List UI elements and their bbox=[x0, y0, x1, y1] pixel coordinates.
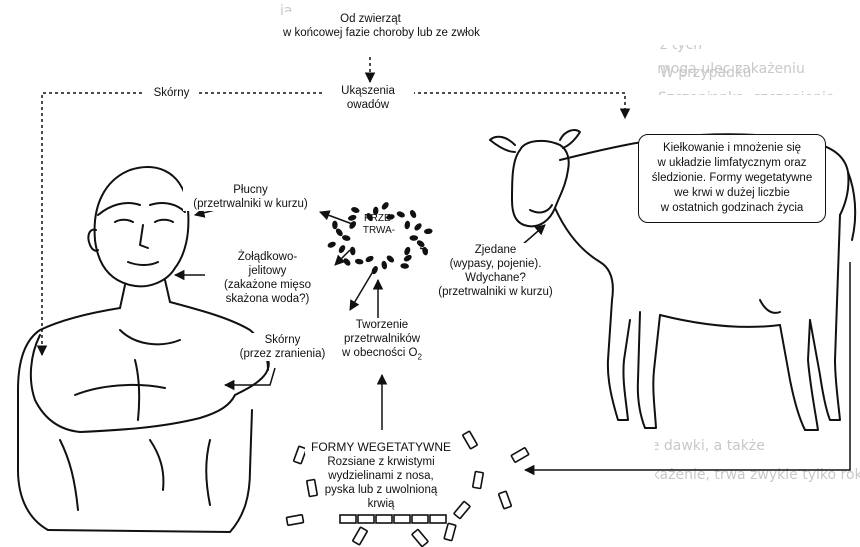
cutaneous-form-label: Skórny (przez zranienia) bbox=[230, 333, 335, 361]
spore-mark bbox=[411, 236, 417, 239]
spore-mark bbox=[343, 236, 350, 241]
pulmonary-form-label: Płucny (przetrwalniki w kurzu) bbox=[183, 183, 318, 211]
insect-bites-label: Ukąszenia owadów bbox=[322, 84, 414, 112]
spore-mark bbox=[401, 264, 408, 268]
ingested-inhaled-label: Zjedane (wypasy, pojenie). Wdychane? (pr… bbox=[428, 243, 563, 299]
spore-mark bbox=[382, 262, 386, 269]
bacillus-rod bbox=[307, 479, 318, 496]
bacillus-rod bbox=[286, 515, 303, 526]
sporulation-text: Tworzenie przetrwalników w obecności O bbox=[342, 319, 420, 359]
spore-mark bbox=[425, 229, 432, 233]
spore-mark bbox=[351, 248, 355, 255]
spore-mark bbox=[349, 215, 356, 220]
source-label: Od zwierząt w końcowej fazie choroby lub… bbox=[283, 12, 458, 40]
spore-mark bbox=[333, 222, 336, 228]
vegetative-forms-description: Rozsiane z krwistymi wydzielinami z nosa… bbox=[320, 455, 442, 511]
spore-mark bbox=[352, 207, 359, 212]
vegetative-forms-title: FORMY WEGETATYWNE bbox=[305, 440, 457, 454]
gastrointestinal-form-label: Żołądkowo- jelitowy (zakażone mięso skaż… bbox=[205, 250, 330, 306]
oxygen-subscript: 2 bbox=[417, 352, 421, 361]
sporulation-label: Tworzenie przetrwalników w obecności O2 bbox=[327, 318, 437, 364]
spores-label: PRZE- TRWA- bbox=[357, 213, 401, 237]
skin-transmission-label-top: Skórny bbox=[144, 86, 199, 100]
bacillus-rod bbox=[473, 471, 484, 488]
spore-mark bbox=[356, 259, 363, 263]
spore-mark bbox=[405, 222, 409, 229]
cow-infection-info-box: Kiełkowanie i mnożenie się w układzie li… bbox=[638, 134, 826, 223]
